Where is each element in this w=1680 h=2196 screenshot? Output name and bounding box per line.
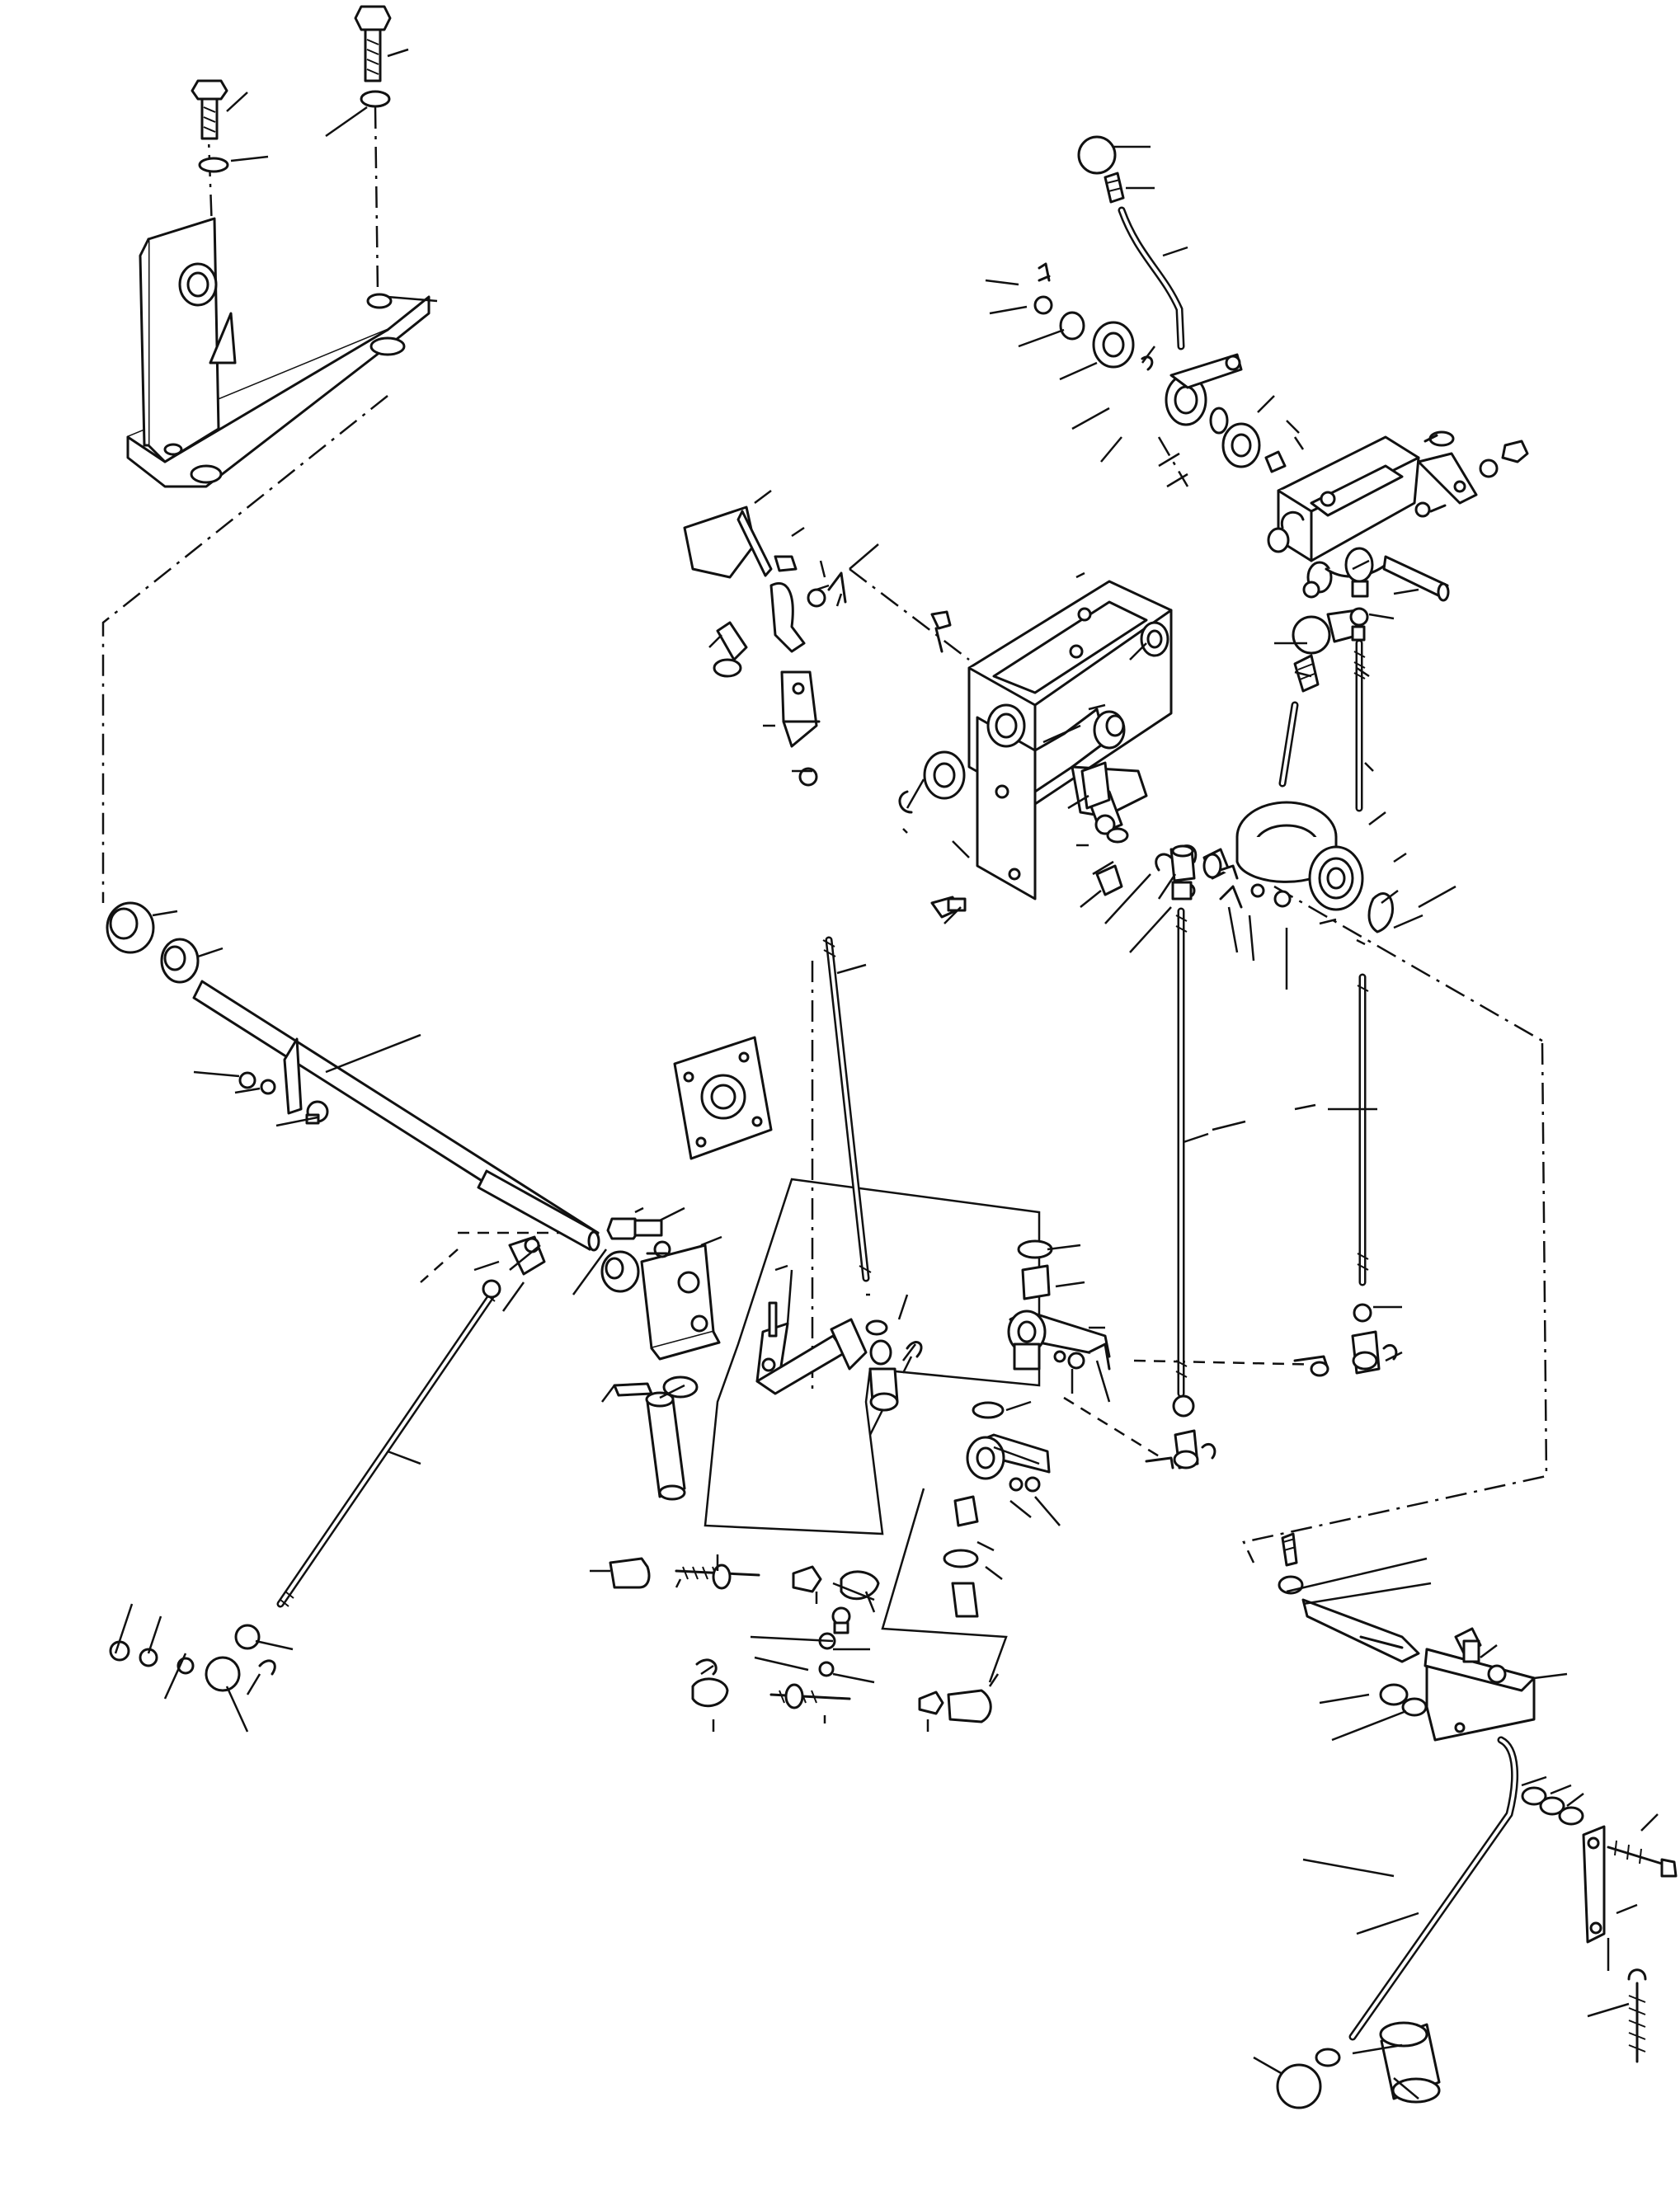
nut-a	[792, 1565, 822, 1593]
pedal-bushing-a	[1379, 1683, 1409, 1706]
assembly-dash-lines	[101, 106, 1548, 1564]
upper-washer-a	[1033, 295, 1053, 315]
pedal-end-nut	[1315, 2048, 1341, 2067]
upper-washer	[1017, 1239, 1053, 1259]
callout-leader-lines	[114, 48, 1659, 2100]
ball-joint-row-1	[609, 1557, 880, 1677]
pivot-key	[613, 1382, 653, 1397]
bottom-right-pedal-assembly	[1276, 1532, 1678, 2109]
washer-left	[198, 157, 229, 173]
nut-b	[918, 1690, 944, 1715]
left-tie-rod	[109, 1235, 546, 1692]
linkage-outline-boxes	[704, 1178, 1041, 1683]
shaft-lever-arm	[283, 1037, 303, 1115]
bellcrank-arm	[769, 582, 806, 653]
pedal-knob	[1276, 2063, 1322, 2109]
clevis-nut	[798, 767, 818, 787]
washer-right	[360, 90, 391, 108]
pedal-arm	[1301, 1598, 1420, 1663]
rod-top-nut-right	[1351, 625, 1366, 642]
pivot-pin	[646, 1392, 686, 1498]
mid-rod-nut	[1172, 1394, 1195, 1418]
hex-bolt-left	[191, 79, 228, 140]
pivot-bolt	[606, 1217, 641, 1240]
upper-bushing	[1021, 1264, 1051, 1300]
housing-screw	[930, 610, 952, 630]
lower-washer-2	[943, 1549, 979, 1568]
clevis-cover	[683, 506, 756, 579]
small-link	[716, 621, 748, 661]
pedal-washer-a	[1521, 1786, 1547, 1806]
shift-gate-assembly	[1267, 430, 1529, 643]
lower-bushing	[953, 1495, 979, 1527]
lower-washer	[972, 1401, 1005, 1419]
ball-joint-socket-b	[840, 1570, 880, 1601]
shift-knob-2	[1292, 615, 1331, 655]
shaft-nut-1	[238, 1071, 256, 1089]
top-left-bracket-assembly	[126, 5, 431, 488]
ball-joint-socket-d	[947, 1689, 992, 1723]
upper-clevis	[780, 670, 818, 748]
gasket-plate	[673, 1036, 773, 1160]
snap-ring	[1367, 892, 1394, 933]
tie-rod-nut	[482, 1279, 501, 1299]
upper-shift-lever-assembly	[1033, 135, 1287, 473]
hex-bolt-right	[354, 5, 392, 82]
center-left-rod-assembly	[683, 506, 872, 1282]
ball-joint-socket-c	[691, 1677, 729, 1708]
right-rods	[1145, 580, 1398, 1469]
lower-shift-lever-assembly	[1155, 615, 1394, 933]
cross-shaft-assembly	[106, 901, 600, 1252]
pivot-plate-assembly	[600, 1217, 721, 1501]
ball-joint-lower	[234, 1624, 261, 1650]
pivot-bracket	[126, 217, 431, 488]
center-linkage-group	[755, 1239, 1111, 1618]
rod-end-nut	[865, 1319, 888, 1336]
shift-knob-1	[1077, 135, 1117, 175]
rod-top-nut-mid	[1171, 881, 1193, 901]
ball-joint-socket-a	[609, 1557, 651, 1589]
ball-joint-row-2	[691, 1658, 992, 1723]
pedal-strap	[1582, 1825, 1606, 1944]
